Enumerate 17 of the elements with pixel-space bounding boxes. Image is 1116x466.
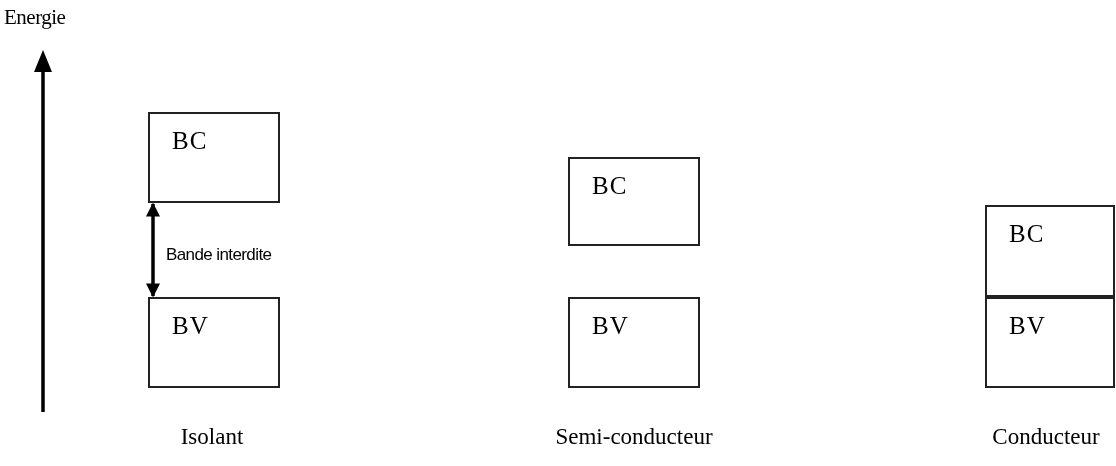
- band-box: [568, 297, 700, 388]
- band-box: [568, 157, 700, 246]
- column-caption: Isolant: [180, 423, 244, 451]
- band-label: BC: [1009, 219, 1046, 249]
- band-label: BV: [1009, 311, 1047, 341]
- column-caption: Semi-conducteur: [555, 423, 713, 451]
- column-caption: Conducteur: [992, 423, 1100, 451]
- band-box: [148, 112, 280, 203]
- band-box: [148, 297, 280, 388]
- band-box: [985, 205, 1115, 297]
- band-label: BV: [592, 311, 630, 341]
- double-arrow: [146, 202, 160, 298]
- axis-label: Energie: [4, 4, 66, 31]
- band-box: [985, 297, 1115, 388]
- band-label: BC: [172, 126, 209, 156]
- band-label: BV: [172, 311, 210, 341]
- band-label: BC: [592, 171, 629, 201]
